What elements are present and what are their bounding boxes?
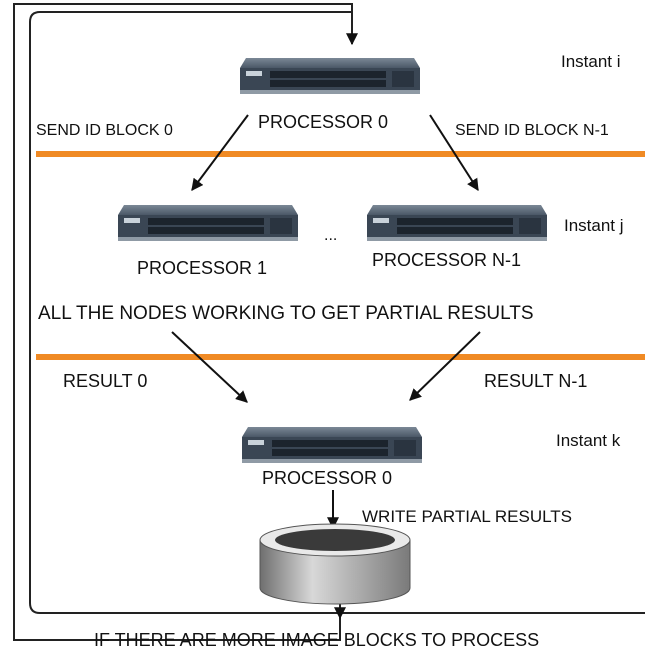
processor-0-top-icon <box>240 58 420 94</box>
frame-box <box>29 11 645 614</box>
arrow-result-n-1 <box>409 331 481 401</box>
processor-1-label: PROCESSOR 1 <box>137 258 267 278</box>
processor-n-1-label: PROCESSOR N-1 <box>372 250 521 270</box>
separator-bottom <box>36 354 645 360</box>
processor-n-1-icon <box>367 205 547 241</box>
loop-arrow <box>13 3 358 641</box>
instant-i-label: Instant i <box>561 52 621 71</box>
instant-j-label: Instant j <box>564 216 624 235</box>
result-n-1-label: RESULT N-1 <box>484 371 587 391</box>
arrow-send-n-1 <box>429 114 479 192</box>
ellipsis-label: ... <box>324 227 337 244</box>
arrow-result-0 <box>171 331 248 403</box>
write-partial-results-label: WRITE PARTIAL RESULTS <box>362 507 572 526</box>
processor-1-icon <box>118 205 298 241</box>
processor-0-top-label: PROCESSOR 0 <box>258 112 388 132</box>
working-note: ALL THE NODES WORKING TO GET PARTIAL RES… <box>38 303 534 324</box>
processor-0-bottom-icon <box>242 427 422 463</box>
loop-condition-label: IF THERE ARE MORE IMAGE BLOCKS TO PROCES… <box>94 630 539 650</box>
instant-k-label: Instant k <box>556 431 621 450</box>
result-0-label: RESULT 0 <box>63 371 147 391</box>
arrow-send-0 <box>191 114 249 191</box>
disk-storage-icon <box>259 523 411 605</box>
separator-top <box>36 151 645 157</box>
send-id-block-n-1-label: SEND ID BLOCK N-1 <box>455 122 609 139</box>
processor-0-bottom-label: PROCESSOR 0 <box>262 468 392 488</box>
send-id-block-0-label: SEND ID BLOCK 0 <box>36 122 173 139</box>
